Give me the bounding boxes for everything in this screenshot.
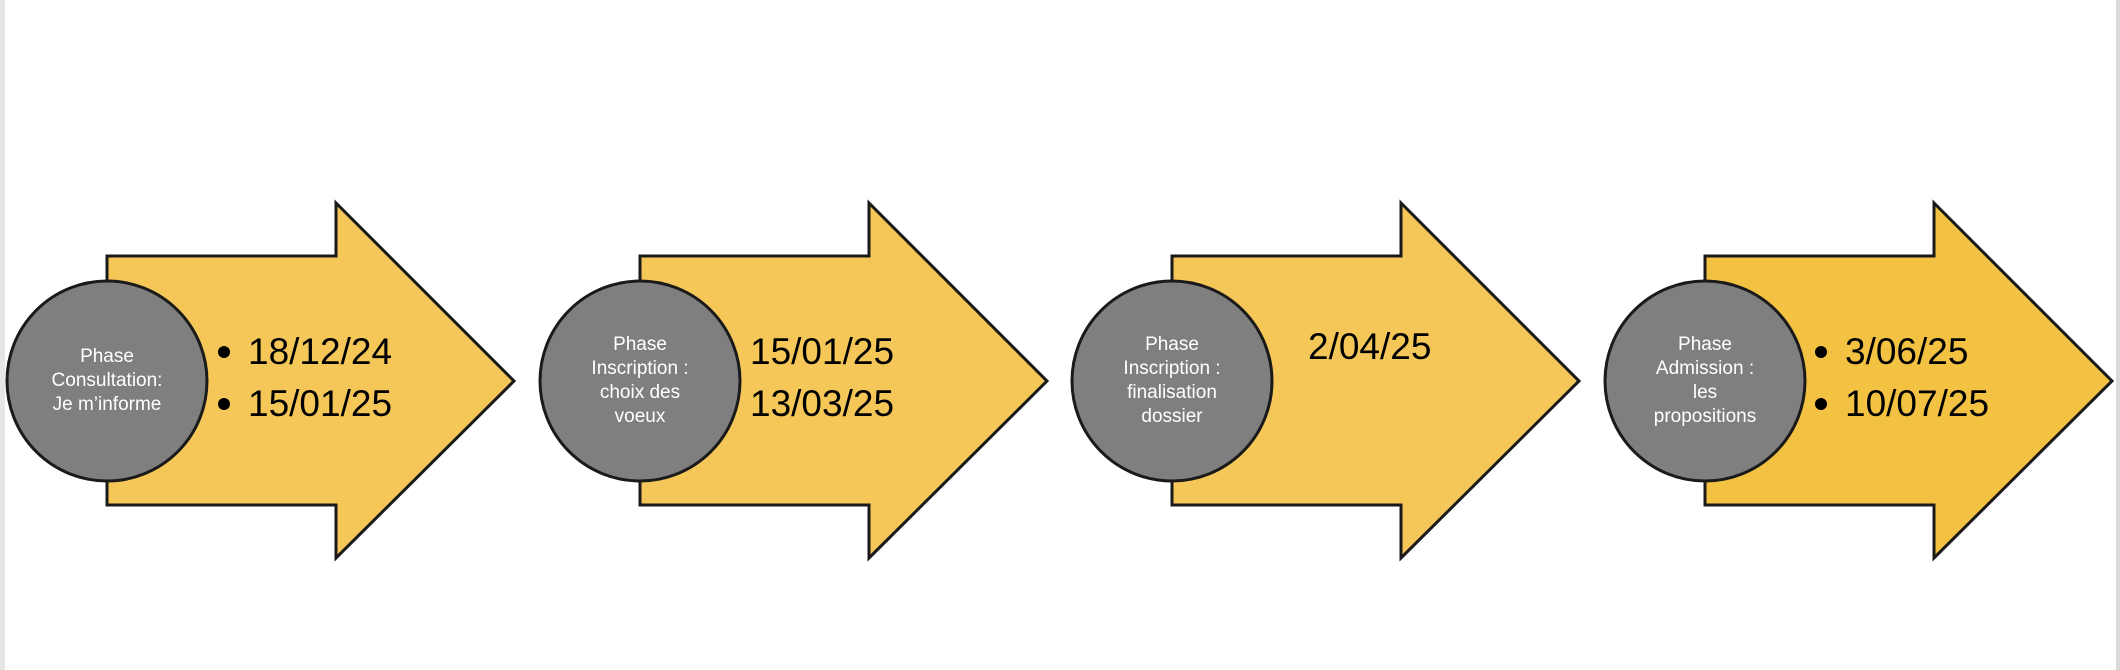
phase-1-date: 15/01/25 <box>218 378 392 430</box>
phase-1-label: Phase Consultation: Je m’informe <box>7 281 207 481</box>
phase-1-label-line: Je m’informe <box>52 394 162 415</box>
phase-3-label-line: Phase <box>1145 334 1199 355</box>
phase-3-dates: 2/04/25 <box>1308 321 1431 373</box>
phase-3-label-line: dossier <box>1141 406 1203 427</box>
phase-1-arrow <box>105 199 517 562</box>
phase-2-label: Phase Inscription : choix des voeux <box>540 281 740 481</box>
phase-1-circle <box>5 279 209 483</box>
phase-4-date: 3/06/25 <box>1815 326 1989 378</box>
phase-2-label-line: choix des <box>599 382 681 403</box>
phase-1-dates: 18/12/24 15/01/25 <box>218 326 392 430</box>
phase-3-circle <box>1070 279 1274 483</box>
phase-1-date: 18/12/24 <box>218 326 392 378</box>
phase-3-label: Phase Inscription : finalisation dossier <box>1072 281 1272 481</box>
phase-1-label-line: Consultation: <box>51 370 163 391</box>
phase-4-circle <box>1603 279 1807 483</box>
phase-2-circle <box>538 279 742 483</box>
phase-2-label-line: Inscription : <box>591 358 689 379</box>
phase-2-label-line: Phase <box>613 334 667 355</box>
phase-3-date: 2/04/25 <box>1308 326 1432 367</box>
phase-2-label-line: voeux <box>614 406 666 427</box>
phase-2-arrow <box>638 199 1050 562</box>
phase-3-arrow <box>1170 199 1582 562</box>
phase-4-dates: 3/06/25 10/07/25 <box>1815 326 1989 430</box>
phase-4-label-line: les <box>1692 382 1718 403</box>
phase-2-dates: 15/01/25 13/03/25 <box>750 326 894 430</box>
phase-3-label-line: finalisation <box>1127 382 1217 403</box>
left-border <box>0 0 5 670</box>
phase-2-date: 15/01/25 <box>750 331 895 372</box>
phase-1-label-line: Phase <box>80 346 134 367</box>
phase-4-label-line: Admission : <box>1655 358 1755 379</box>
phase-4-label: Phase Admission : les propositions <box>1605 281 1805 481</box>
phase-2-date: 13/03/25 <box>750 383 895 424</box>
right-border <box>2116 0 2120 670</box>
phase-4-date: 10/07/25 <box>1815 378 1989 430</box>
phase-3-label-line: Inscription : <box>1123 358 1221 379</box>
phase-4-label-line: propositions <box>1653 406 1757 427</box>
phase-4-arrow <box>1703 199 2115 562</box>
phase-4-label-line: Phase <box>1678 334 1732 355</box>
